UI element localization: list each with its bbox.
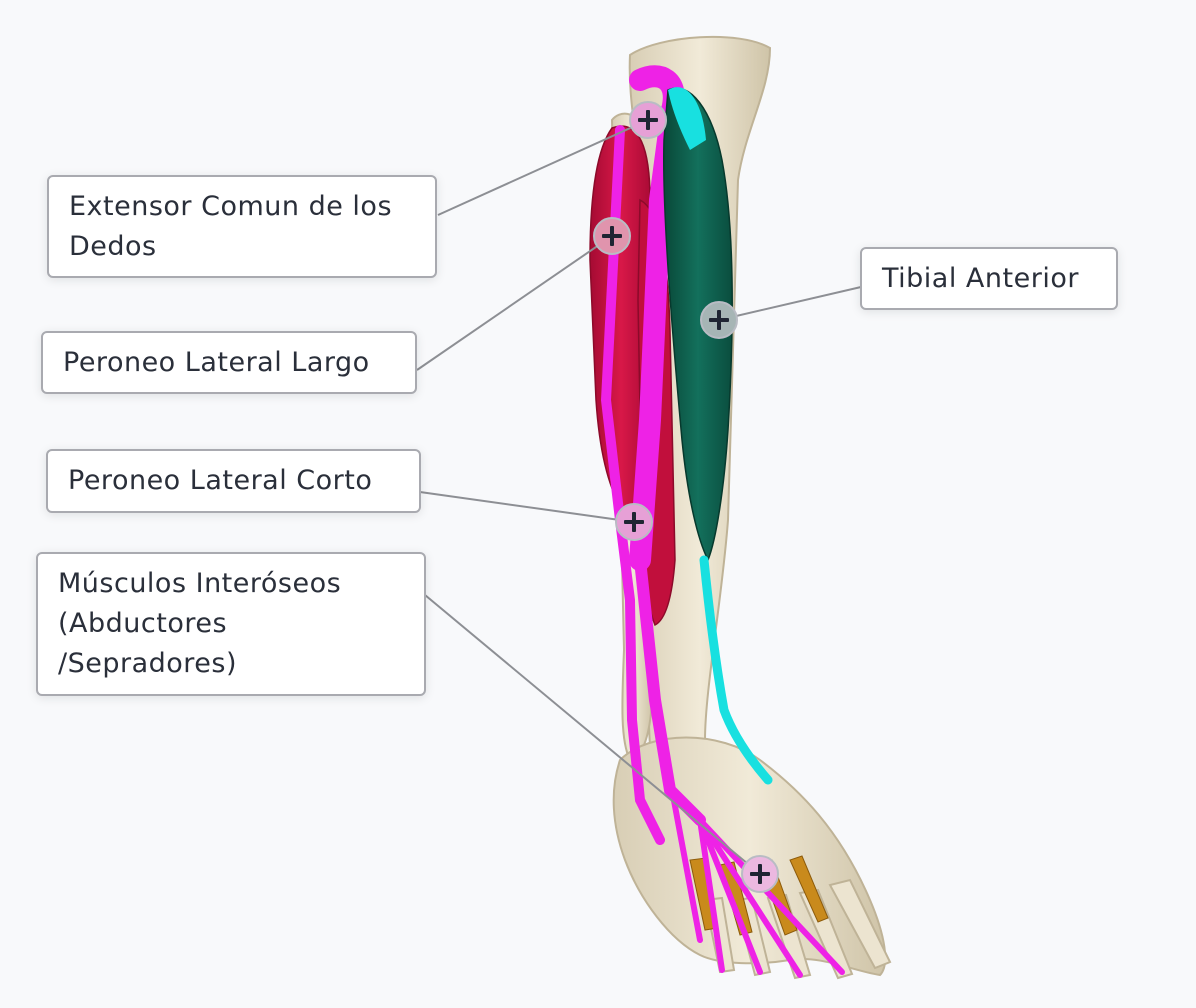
leader-lines (416, 119, 862, 875)
interosseous-muscle (789, 855, 829, 923)
hotspot-extensor[interactable] (629, 101, 667, 139)
label-peroneo-lateral-largo[interactable]: Peroneo Lateral Largo (41, 331, 417, 394)
leader-line-tibial (718, 286, 862, 321)
leader-line-interoseos (424, 594, 761, 875)
hotspot-tibial[interactable] (700, 301, 738, 339)
label-line: Dedos (69, 231, 157, 262)
toe-bone (828, 878, 892, 970)
label-line: Peroneo Lateral Largo (63, 347, 370, 378)
hotspot-peroneo-largo[interactable] (593, 217, 631, 255)
leader-line-peroneo-corto (419, 491, 635, 523)
label-line: Peroneo Lateral Corto (68, 465, 373, 496)
leader-line-peroneo-largo (416, 235, 613, 371)
hotspot-peroneo-corto[interactable] (615, 503, 653, 541)
label-line: Tibial Anterior (882, 263, 1079, 294)
label-musculos-interoseos[interactable]: Músculos Interóseos (Abductores /Seprado… (36, 552, 426, 696)
label-peroneo-lateral-corto[interactable]: Peroneo Lateral Corto (46, 449, 421, 513)
leader-line-extensor (437, 119, 649, 216)
tibialis-anterior-muscle (663, 87, 773, 785)
plus-icon (602, 226, 622, 246)
label-line: Músculos Interóseos (58, 568, 342, 599)
plus-icon (750, 864, 770, 884)
label-extensor-comun-de-los-dedos[interactable]: Extensor Comun de los Dedos (47, 175, 437, 278)
label-line: (Abductores (58, 608, 228, 639)
label-line: Extensor Comun de los (69, 191, 393, 222)
tibialis-belly (663, 87, 733, 562)
label-line: /Sepradores) (58, 648, 238, 679)
hotspot-interoseos[interactable] (741, 855, 779, 893)
tibialis-tendon (699, 555, 773, 785)
label-tibial-anterior[interactable]: Tibial Anterior (860, 247, 1118, 310)
plus-icon (638, 110, 658, 130)
tibialis-origin (668, 87, 706, 150)
plus-icon (709, 310, 729, 330)
plus-icon (624, 512, 644, 532)
